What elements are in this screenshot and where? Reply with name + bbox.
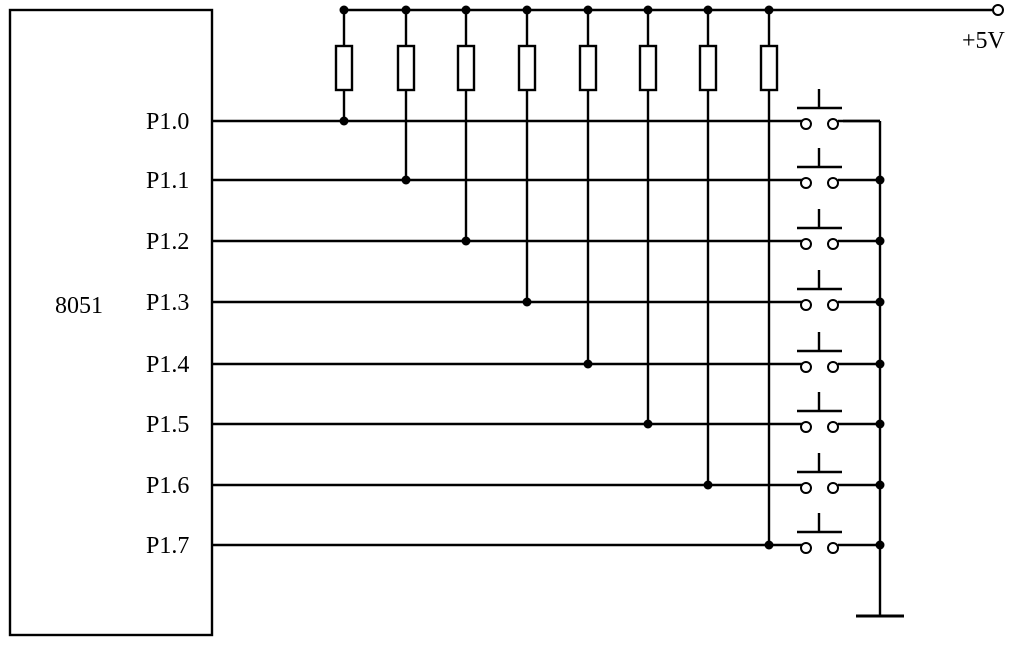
switch-contact-left-7	[800, 542, 812, 554]
ground-junction-5	[875, 419, 885, 429]
switch-contact-right-6	[827, 482, 839, 494]
ground-junction-4	[875, 359, 885, 369]
port-junction-7	[764, 540, 774, 550]
pin-label-5: P1.5	[146, 412, 189, 438]
ground-junction-7	[875, 540, 885, 550]
port-lines: P1.0P1.1P1.2P1.3P1.4P1.5P1.6P1.7	[146, 5, 885, 559]
pin-label-4: P1.4	[146, 352, 189, 378]
pullup-resistor-2	[456, 44, 476, 92]
pullup-resistor-0	[334, 44, 354, 92]
pin-label-1: P1.1	[146, 168, 189, 194]
switch-contact-right-2	[827, 238, 839, 250]
pullup-resistor-5	[638, 44, 658, 92]
pin-label-6: P1.6	[146, 473, 189, 499]
port-junction-1	[401, 175, 411, 185]
supply-label: +5V	[962, 28, 1006, 54]
port-junction-3	[522, 297, 532, 307]
ground-junction-3	[875, 297, 885, 307]
ground-junction-6	[875, 480, 885, 490]
pin-label-3: P1.3	[146, 290, 189, 316]
pin-label-7: P1.7	[146, 533, 189, 559]
switch-contact-left-1	[800, 177, 812, 189]
port-junction-5	[643, 419, 653, 429]
pullup-resistor-4	[578, 44, 598, 92]
switch-contact-left-6	[800, 482, 812, 494]
ground-junction-2	[875, 236, 885, 246]
switch-contact-right-3	[827, 299, 839, 311]
switch-contact-right-0	[827, 118, 839, 130]
ground-junction-1	[875, 175, 885, 185]
port-junction-4	[583, 359, 593, 369]
switch-contact-right-1	[827, 177, 839, 189]
pullup-resistor-7	[759, 44, 779, 92]
port-junction-0	[339, 116, 349, 126]
switch-contact-right-7	[827, 542, 839, 554]
switch-contact-left-0	[800, 118, 812, 130]
switch-contact-left-4	[800, 361, 812, 373]
microcontroller-box	[8, 8, 214, 637]
switch-contact-right-4	[827, 361, 839, 373]
switch-contact-right-5	[827, 421, 839, 433]
pin-label-0: P1.0	[146, 109, 189, 135]
supply-terminal	[992, 4, 1004, 16]
port-junction-2	[461, 236, 471, 246]
switch-contact-left-2	[800, 238, 812, 250]
pullup-resistor-1	[396, 44, 416, 92]
pullup-resistor-3	[517, 44, 537, 92]
switch-contact-left-3	[800, 299, 812, 311]
switch-contact-left-5	[800, 421, 812, 433]
port-junction-6	[703, 480, 713, 490]
pullup-resistor-6	[698, 44, 718, 92]
chip-label: 8051	[55, 293, 103, 319]
pin-label-2: P1.2	[146, 229, 189, 255]
